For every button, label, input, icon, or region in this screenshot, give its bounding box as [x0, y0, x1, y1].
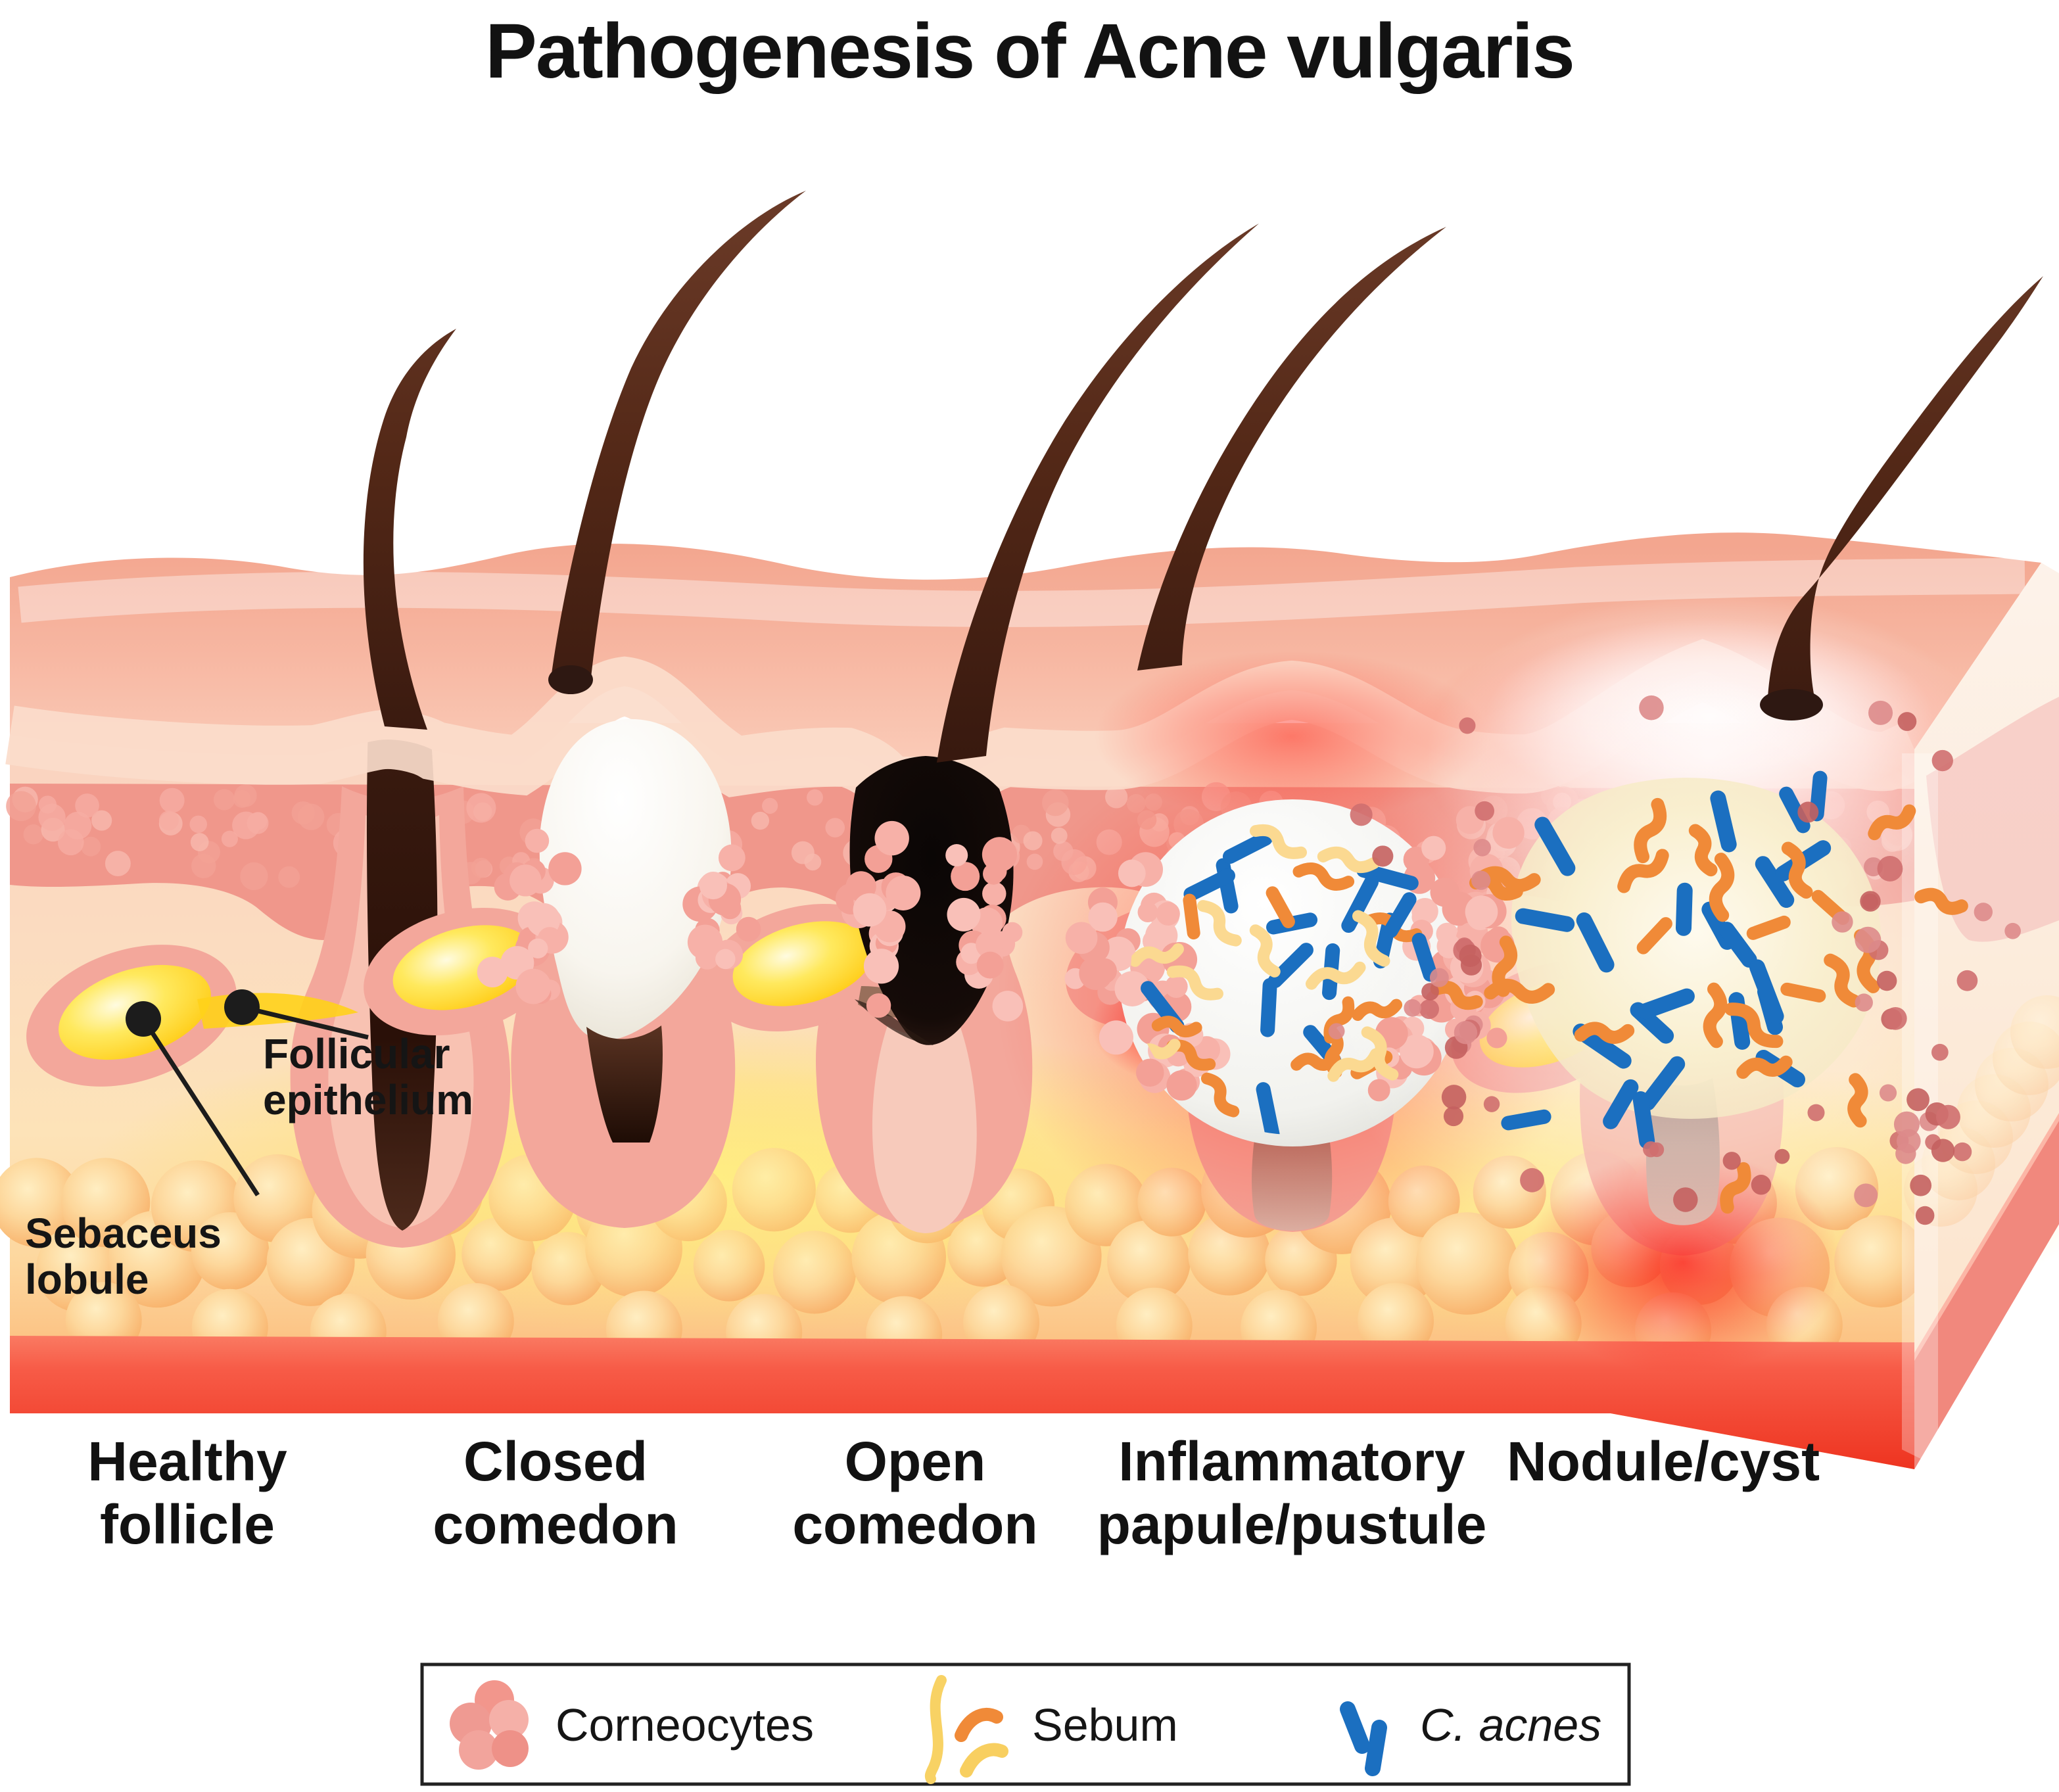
stage-label-line: follicle: [100, 1494, 275, 1555]
nodule-bacteria: [1383, 770, 1968, 1214]
corneocyte-cell: [489, 1700, 529, 1739]
annotation-dot: [126, 1001, 161, 1037]
follicle-root: [872, 1026, 977, 1233]
legend-label: Corneocytes: [556, 1699, 814, 1751]
stage-label-healthy-follicle: Healthy follicle: [87, 1430, 287, 1555]
sebum-wave: [924, 1675, 947, 1784]
stage-label-line: papule/pustule: [1097, 1494, 1487, 1555]
hair-icon: [363, 329, 456, 730]
side-face-sheen: [1914, 563, 2059, 1469]
sebaceous-gland: [732, 921, 874, 1006]
annotation-sebaceus-lobule: Sebaceus lobule: [25, 1001, 260, 1303]
annotation-text: Follicular: [263, 1030, 450, 1077]
inflammatory-cell-dots: [1328, 695, 2021, 1225]
closed-comedon-white-mass: [539, 719, 732, 1041]
sebum-squiggle: [960, 1743, 1008, 1778]
sebum-icon: [924, 1675, 1008, 1784]
legend-label: C. acnes: [1420, 1699, 1601, 1751]
corneocytes-icon: [450, 1680, 529, 1770]
legend-box: [420, 1662, 1631, 1786]
base-layer: [10, 1336, 1914, 1469]
legend-label: Sebum: [1032, 1699, 1178, 1751]
c-acnes-icon: [1340, 1701, 1387, 1776]
c-acnes-rod: [1340, 1701, 1370, 1754]
stage-label-open-comedon: Open comedon: [792, 1430, 1037, 1555]
stage-label-line: comedon: [792, 1494, 1037, 1555]
side-face: [1902, 563, 2059, 1469]
stage-label-line: Nodule/cyst: [1507, 1430, 1820, 1492]
hair-resting-tip: [548, 665, 593, 694]
closed-comedon-keratin-plug: [586, 1026, 663, 1143]
annotation-leader-line: [241, 1004, 369, 1040]
annotation-dot: [224, 989, 260, 1025]
stage-label-line: Open: [845, 1430, 986, 1492]
side-base-layer: [1914, 1121, 2059, 1469]
hair-icon: [937, 224, 1259, 763]
stage-label-line: Closed: [463, 1430, 648, 1492]
hair-icon: [551, 191, 806, 687]
skin-block: [0, 532, 2059, 1469]
annotation-text: epithelium: [263, 1076, 473, 1123]
hair-base: [1760, 689, 1823, 720]
side-base-edge-highlight: [1914, 1113, 2059, 1361]
annotation-follicular-epithelium: Follicular epithelium: [224, 989, 473, 1123]
corneocyte-cell: [492, 1730, 529, 1767]
annotation-text: Sebaceus: [25, 1210, 222, 1257]
stage-label-nodule-cyst: Nodule/cyst: [1507, 1430, 1820, 1492]
page-title: Pathogenesis of Acne vulgaris: [485, 8, 1574, 95]
side-epidermis: [1926, 697, 2059, 942]
annotation-text: lobule: [25, 1256, 149, 1303]
legend: Corneocytes Sebum C. acnes: [420, 1662, 1631, 1786]
annotation-leader-line: [141, 1018, 260, 1196]
stage-label-line: Inflammatory: [1118, 1430, 1465, 1492]
hairs: [363, 191, 2043, 763]
stage-label-inflammatory-papule: Inflammatory papule/pustule: [1097, 1430, 1487, 1555]
stage-labels: Healthy follicle Closed comedon Open com…: [87, 1430, 1820, 1555]
corneocyte-cell: [459, 1730, 498, 1770]
hair-icon: [1767, 276, 2043, 711]
stage-label-line: comedon: [433, 1494, 678, 1555]
sebum-squiggle: [955, 1707, 1003, 1742]
stage-label-closed-comedon: Closed comedon: [433, 1430, 678, 1555]
hair-icon: [1137, 227, 1446, 671]
stage-label-line: Healthy: [87, 1430, 287, 1492]
side-fat-cells: [1904, 995, 2059, 1227]
sebaceous-gland: [392, 925, 534, 1010]
pustule-bacteria: [1131, 824, 1423, 1135]
c-acnes-rod: [1365, 1720, 1387, 1776]
